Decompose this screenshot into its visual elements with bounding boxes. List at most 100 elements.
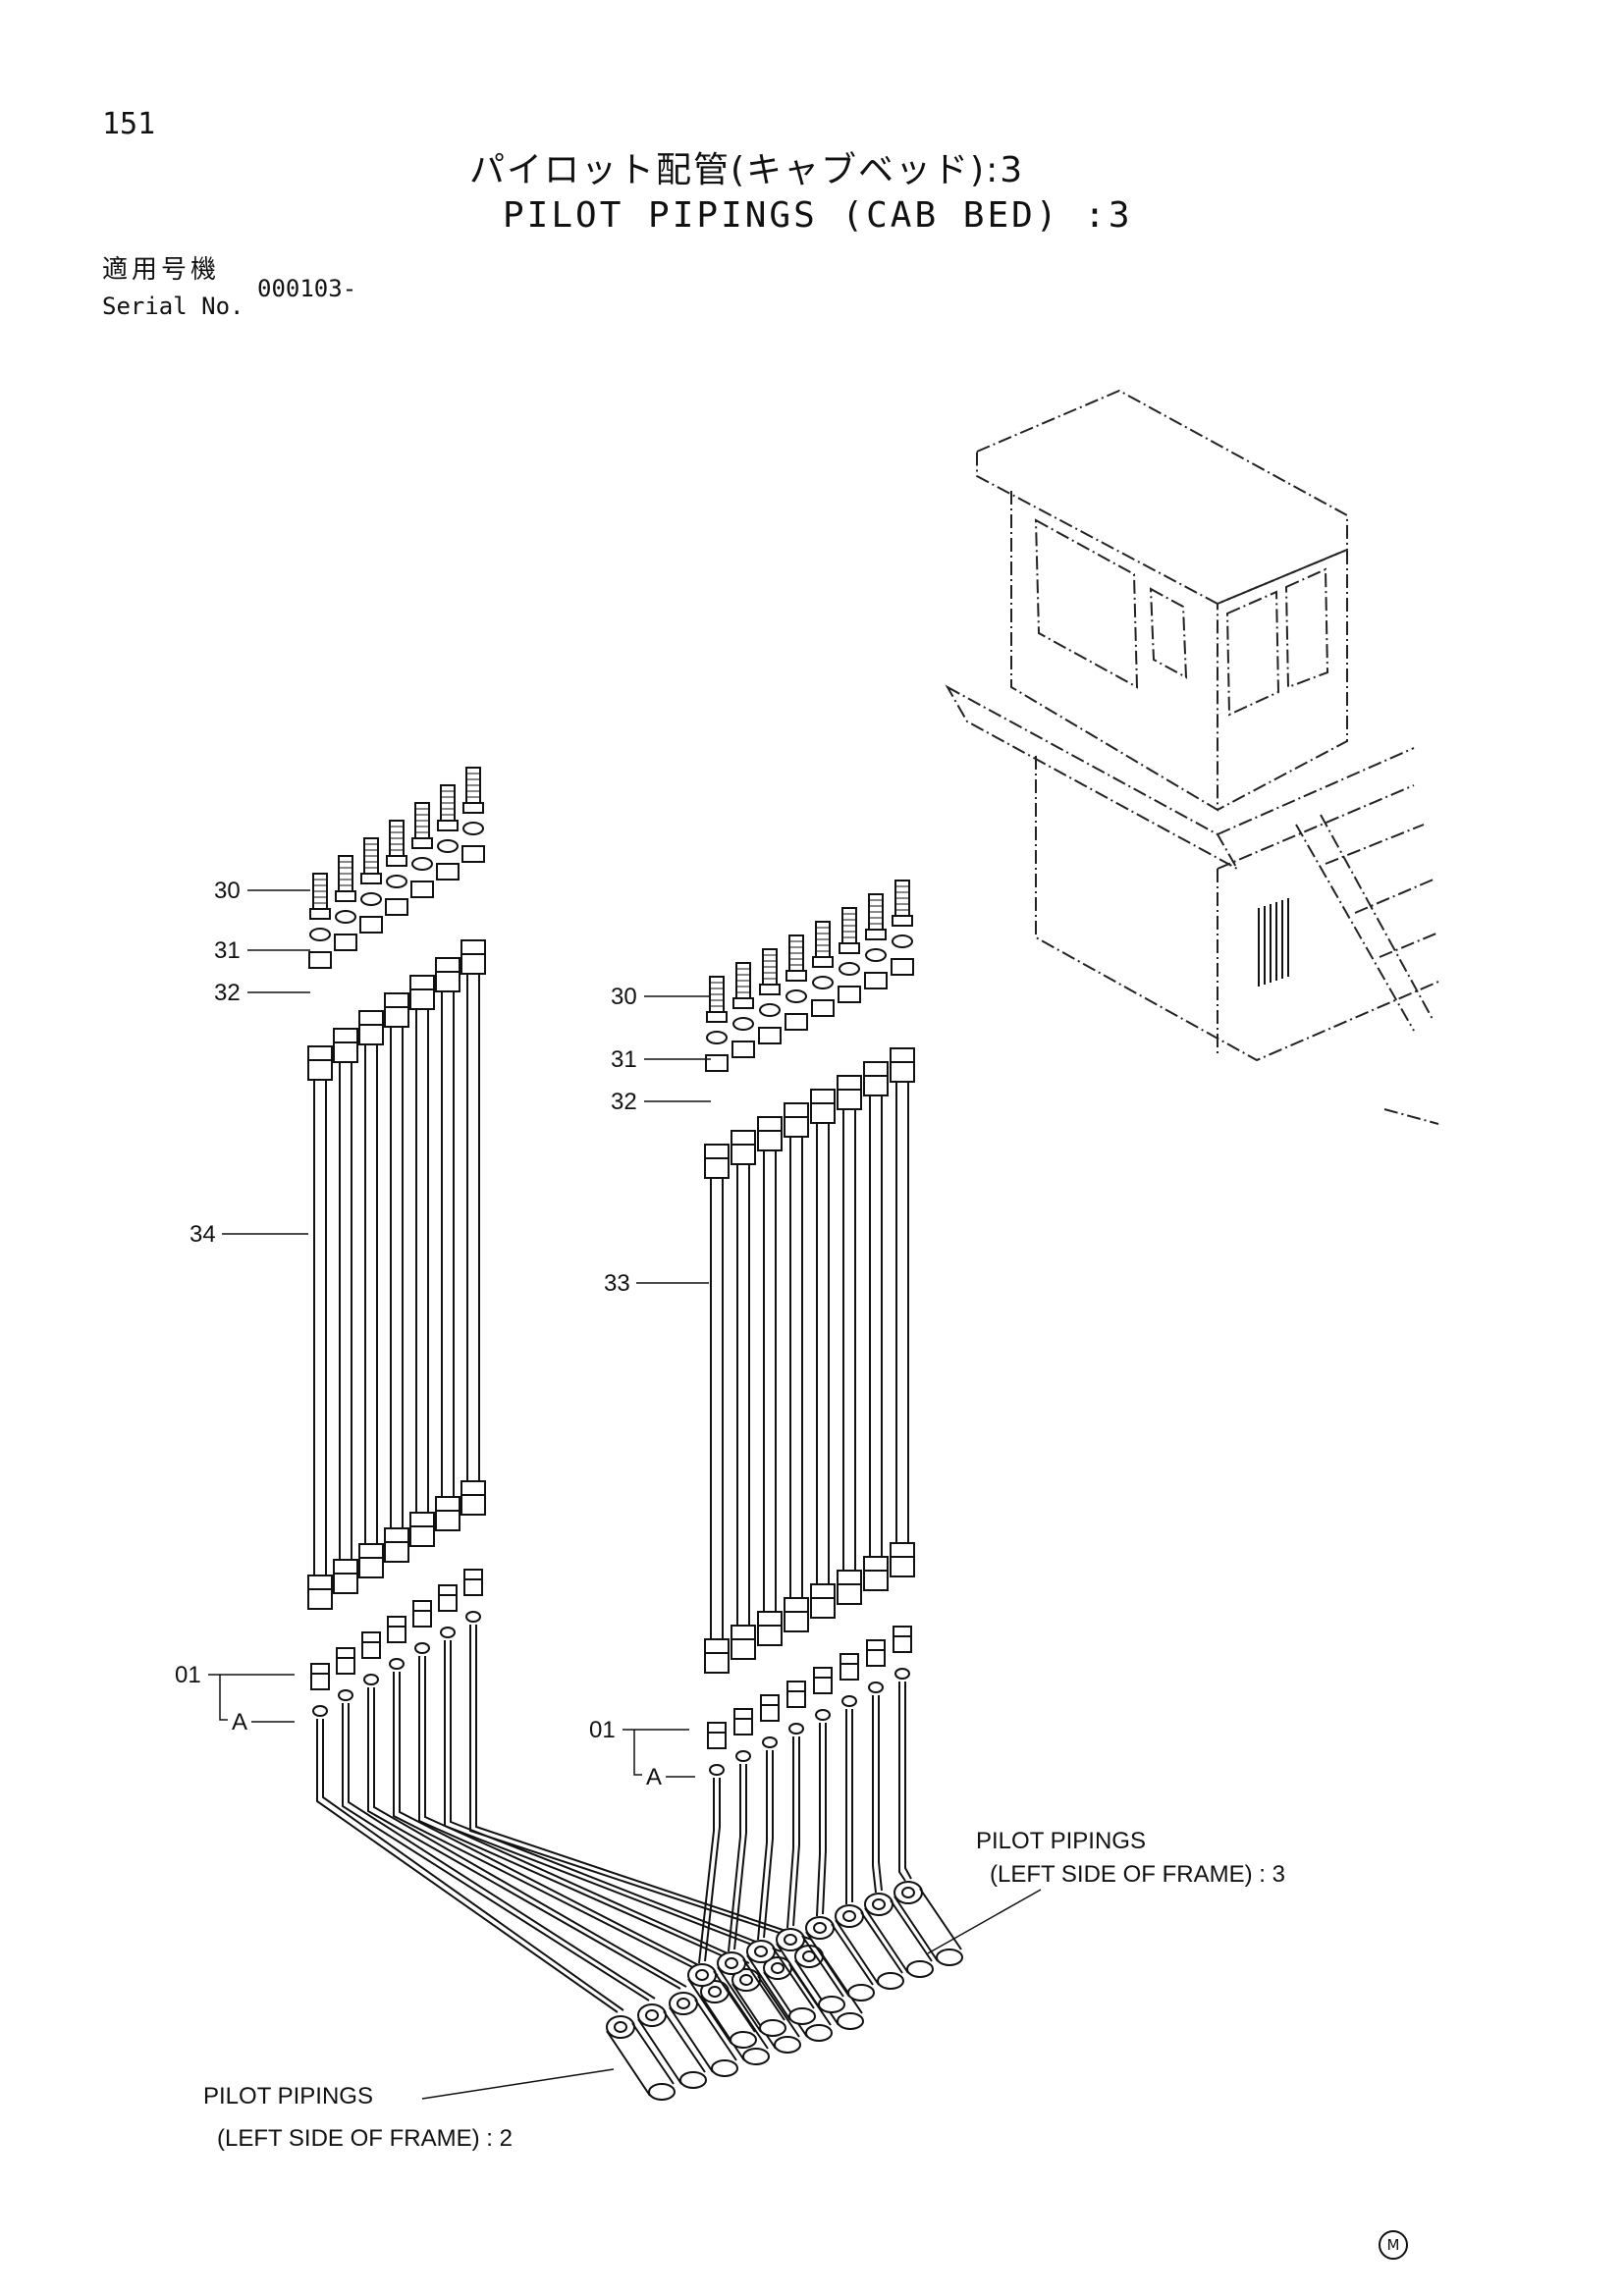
right-assembly-hose — [786, 1736, 794, 1929]
right-assembly-bolt-head — [759, 984, 781, 995]
right-assembly-hose — [822, 1723, 827, 1915]
right-assembly-o-ring — [762, 1736, 778, 1748]
connection-block-2-elbow-end — [837, 2012, 864, 2030]
right-assembly-nut — [811, 999, 835, 1017]
left-assembly-adapter — [336, 1647, 355, 1675]
right-assembly-washer — [839, 962, 860, 976]
connection-block-2-elbow-end — [679, 2071, 707, 2089]
connection-block-3-elbow-bore — [901, 1887, 915, 1898]
left-assembly-hose — [393, 1672, 713, 1978]
right-assembly-washer — [759, 1003, 781, 1017]
connection-block-2-elbow-tube — [700, 1987, 769, 2061]
connection-block-3-elbow-bore — [754, 1946, 768, 1957]
left-assembly-hose — [418, 1656, 744, 1966]
connection-block-3-elbow-tube — [805, 1923, 874, 1998]
left-assembly-washer — [462, 822, 484, 835]
left-assembly-fitting-top — [358, 1010, 384, 1045]
left-assembly-adapter — [463, 1569, 483, 1596]
page-title-english: PILOT PIPINGS (CAB BED) :3 — [503, 195, 1133, 236]
left-assembly-hose — [475, 1625, 813, 1941]
left-assembly-bolt-head — [360, 873, 382, 884]
right-assembly-hose — [728, 1764, 741, 1952]
callout-31-left: 31 — [214, 937, 241, 964]
reference-labels: PILOT PIPINGS (LEFT SIDE OF FRAME) : 3 P… — [203, 1828, 1285, 2152]
right-assembly-fitting-top — [757, 1116, 783, 1151]
connection-block-3-elbow-tube — [687, 1970, 756, 2045]
left-assembly-hose — [342, 1703, 650, 2002]
right-assembly-fitting-bottom — [704, 1638, 730, 1674]
machine-port-block — [1258, 898, 1289, 987]
right-assembly-adapter — [760, 1694, 780, 1722]
left-assembly-o-ring — [338, 1689, 353, 1701]
page-title-japanese: パイロット配管(キャブベッド):3 — [469, 150, 1025, 190]
right-assembly-hose — [816, 1723, 821, 1917]
left-assembly-bolt-head — [437, 820, 459, 831]
serial-number-value: 000103- — [257, 275, 357, 302]
left-assembly-fitting-bottom — [333, 1559, 358, 1594]
right-assembly-bolt-head — [812, 956, 834, 968]
right-assembly-adapter — [813, 1667, 833, 1694]
right-assembly-hose — [704, 1778, 721, 1962]
left-assembly-hose — [373, 1687, 687, 1988]
left-assembly-hose — [316, 1719, 619, 2013]
right-assembly-bolt-head — [839, 942, 860, 954]
connection-block-2-elbow-end — [648, 2083, 676, 2101]
connection-block-3-elbow-bore — [842, 1910, 856, 1922]
right-assembly-hose — [904, 1682, 912, 1880]
connection-block-2-elbow-bore — [708, 1986, 722, 1998]
connection-block-3-elbow-end — [818, 1996, 845, 2013]
callout-31-right: 31 — [611, 1046, 637, 1073]
ref-right-line1: PILOT PIPINGS — [976, 1828, 1146, 1854]
connection-block-3-elbow-bore — [784, 1934, 797, 1946]
right-assembly-o-ring — [788, 1723, 804, 1735]
left-assembly-fitting-bottom — [409, 1512, 435, 1547]
left-assembly-fitting-top — [435, 957, 460, 992]
connection-block-3-elbow-end — [877, 1972, 904, 1990]
right-assembly-fitting-bottom — [837, 1570, 862, 1605]
connection-block-3-elbow-tube — [776, 1935, 844, 2009]
left-assembly-hose — [444, 1640, 776, 1954]
right-assembly-nut — [758, 1027, 782, 1044]
left-assembly-adapter — [412, 1600, 432, 1628]
right-assembly-fitting-bottom — [890, 1542, 915, 1577]
left-assembly-o-ring — [465, 1611, 481, 1623]
left-assembly-washer — [386, 875, 407, 888]
ref-right-line2: (LEFT SIDE OF FRAME) : 3 — [990, 1861, 1285, 1888]
connection-block-3-elbow-end — [730, 2031, 757, 2049]
left-assembly-bolt-head — [462, 802, 484, 814]
manufacturer-mark: M — [1379, 2230, 1408, 2260]
connection-block-3-elbow-end — [847, 1984, 875, 2002]
left-assembly-bolt-head — [386, 855, 407, 867]
left-assembly-adapter — [438, 1584, 458, 1612]
connection-block-2-elbow-end — [742, 2048, 770, 2065]
left-assembly-adapter — [387, 1616, 406, 1643]
left-assembly-o-ring — [312, 1705, 328, 1717]
right-assembly-adapter — [839, 1653, 859, 1681]
connection-block-2-elbow-tube — [637, 2010, 706, 2085]
connection-block-3-elbow-bore — [695, 1969, 709, 1981]
left-assembly-fitting-bottom — [384, 1527, 409, 1563]
left-assembly-fitting-bottom — [358, 1543, 384, 1578]
connection-block-2-elbow-bore — [645, 2009, 659, 2021]
connection-block-2-elbow-end — [711, 2059, 738, 2077]
right-assembly-fitting-top — [810, 1089, 836, 1124]
connection-block-2-elbow-bore — [739, 1974, 753, 1986]
left-assembly-o-ring — [440, 1627, 456, 1638]
left-assembly-washer — [360, 892, 382, 906]
ref-left-line1: PILOT PIPINGS — [203, 2083, 373, 2109]
connection-block-3-elbow-end — [936, 1949, 963, 1966]
right-assembly-adapter — [707, 1722, 727, 1749]
connection-block-2-elbow-tube — [606, 2022, 675, 2097]
connection-block-3-elbow-end — [788, 2007, 816, 2025]
right-assembly-hose — [757, 1750, 768, 1941]
callout-01-right: 01 — [589, 1717, 616, 1743]
left-assembly-hose — [424, 1656, 750, 1964]
left-assembly-o-ring — [363, 1674, 379, 1685]
left-assembly-washer — [309, 928, 331, 941]
right-assembly-o-ring — [815, 1709, 831, 1721]
right-assembly-washer — [706, 1031, 728, 1044]
left-assembly-nut — [436, 863, 460, 881]
connection-block-2-elbow-tube — [731, 1975, 800, 2050]
right-assembly-adapter — [786, 1681, 806, 1708]
left-assembly-washer — [335, 910, 356, 924]
